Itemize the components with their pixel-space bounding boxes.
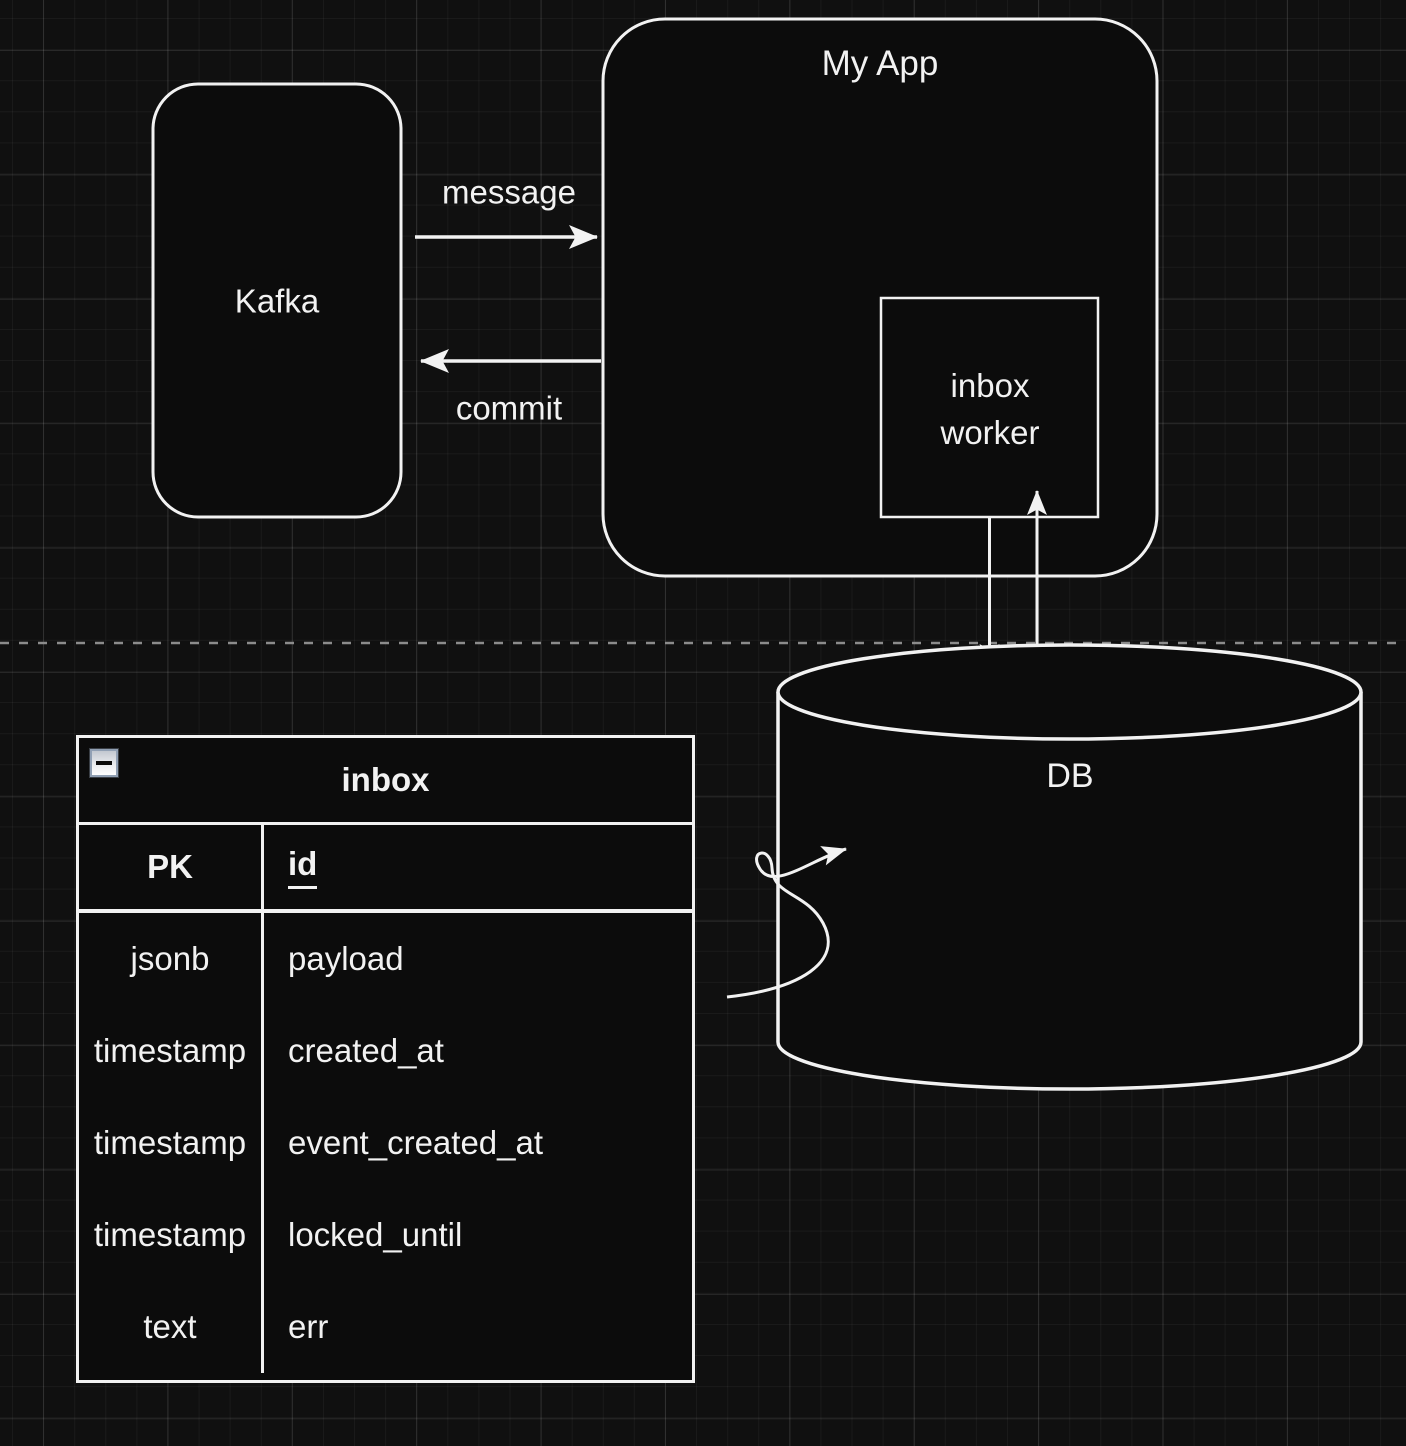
inbox-table-title-row: inbox xyxy=(79,738,692,825)
inbox-worker-label: inbox worker xyxy=(940,367,1040,451)
table-row[interactable]: timestamp event_created_at xyxy=(79,1097,692,1189)
column-type-cell: timestamp xyxy=(79,1189,264,1281)
table-row[interactable]: timestamp locked_until xyxy=(79,1189,692,1281)
minus-glyph xyxy=(96,761,112,765)
column-name-cell: event_created_at xyxy=(288,1124,544,1161)
table-row[interactable]: timestamp created_at xyxy=(79,1005,692,1097)
inbox-table-title: inbox xyxy=(341,761,430,798)
table-to-db-curved-arrow[interactable] xyxy=(726,846,847,999)
column-name-cell: created_at xyxy=(288,1032,444,1069)
header-key-cell: PK xyxy=(79,825,264,909)
commit-edge-label: commit xyxy=(455,389,563,427)
kafka-label: Kafka xyxy=(234,282,320,320)
header-field-cell: id xyxy=(264,845,692,889)
message-edge-label: message xyxy=(442,173,576,211)
table-row[interactable]: jsonb payload xyxy=(79,913,692,1005)
inbox-table-header-row[interactable]: PK id xyxy=(79,825,692,913)
db-cylinder-node[interactable] xyxy=(776,643,1363,1091)
column-type-cell: timestamp xyxy=(79,1005,264,1097)
kafka-node[interactable] xyxy=(151,82,403,519)
column-name-cell: payload xyxy=(288,940,404,977)
table-row[interactable]: text err xyxy=(79,1281,692,1373)
column-type-cell: jsonb xyxy=(79,913,264,1005)
my-app-label: My App xyxy=(821,44,939,84)
primary-key-field: id xyxy=(288,845,318,889)
column-name-cell: locked_until xyxy=(288,1216,463,1253)
collapse-minus-icon[interactable] xyxy=(89,748,119,778)
inbox-table-node[interactable]: inbox PK id jsonb payload timestamp crea… xyxy=(76,735,695,1383)
db-label: DB xyxy=(1046,756,1094,795)
column-type-cell: text xyxy=(79,1281,264,1373)
column-type-cell: timestamp xyxy=(79,1097,264,1189)
inbox-worker-node[interactable] xyxy=(879,296,1100,519)
column-name-cell: err xyxy=(288,1308,329,1345)
